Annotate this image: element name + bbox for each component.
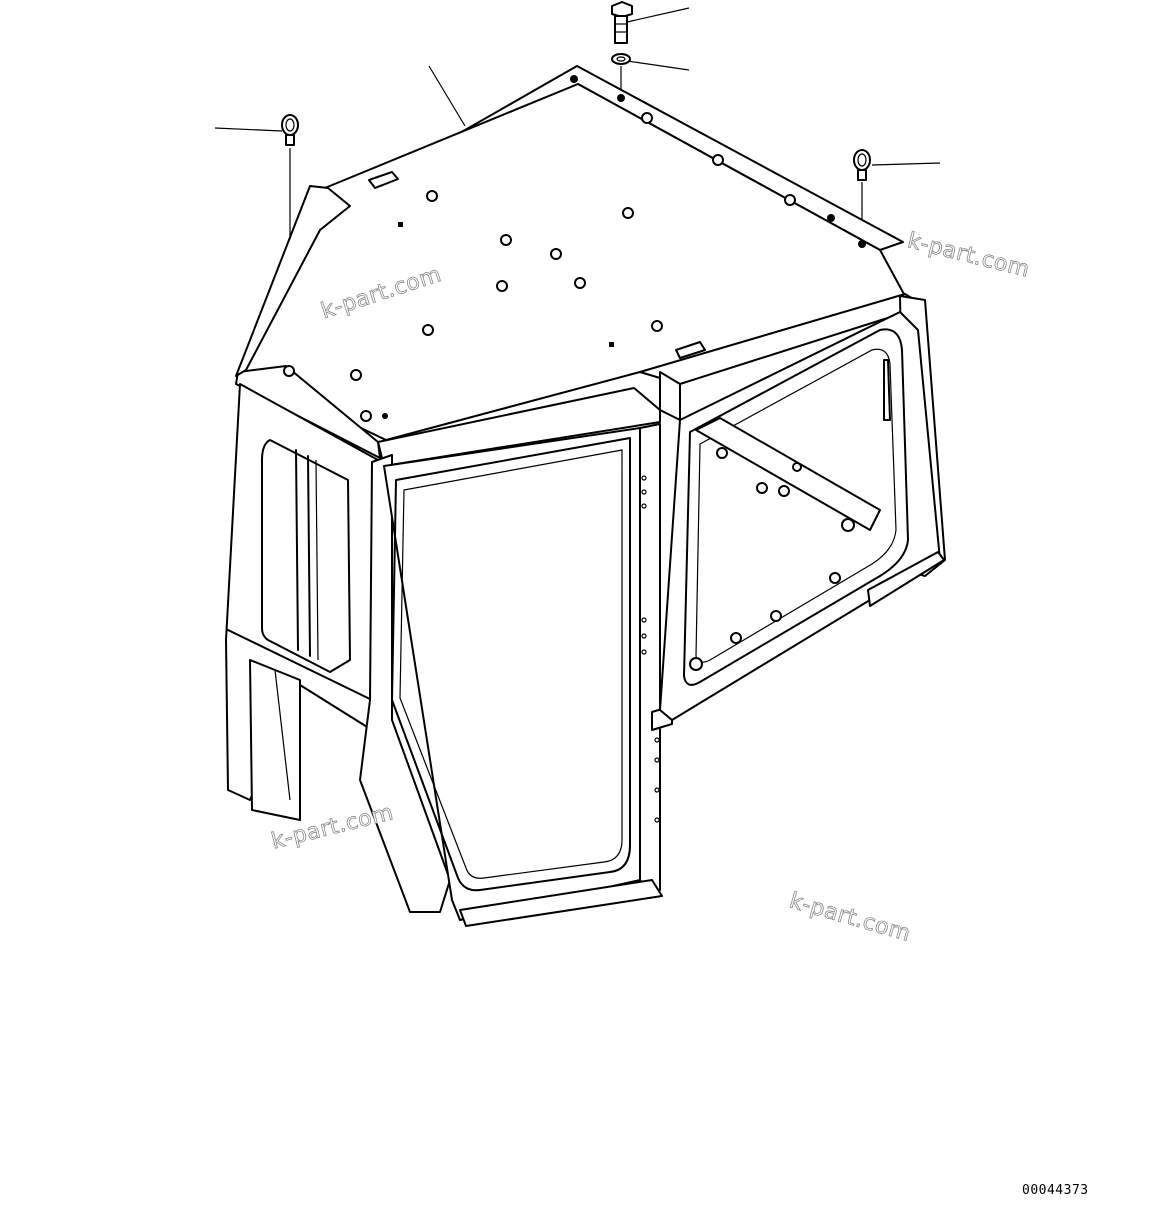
roof-nuts (283, 75, 866, 422)
bolt-icon (611, 1, 633, 44)
leader-eyebolt-right (871, 162, 941, 166)
cab-frame-icon (225, 65, 946, 927)
figure-number: 00044373 (1022, 1183, 1089, 1198)
eyebolt-icon (281, 114, 299, 146)
eyebolt-icon (853, 149, 871, 181)
leader-eyebolt-left (214, 127, 283, 132)
washer-icon (611, 53, 631, 65)
leader-bolt (626, 7, 690, 23)
pillar-holes (641, 475, 660, 823)
leader-washer (626, 60, 690, 71)
leader-cab-frame (428, 65, 466, 127)
